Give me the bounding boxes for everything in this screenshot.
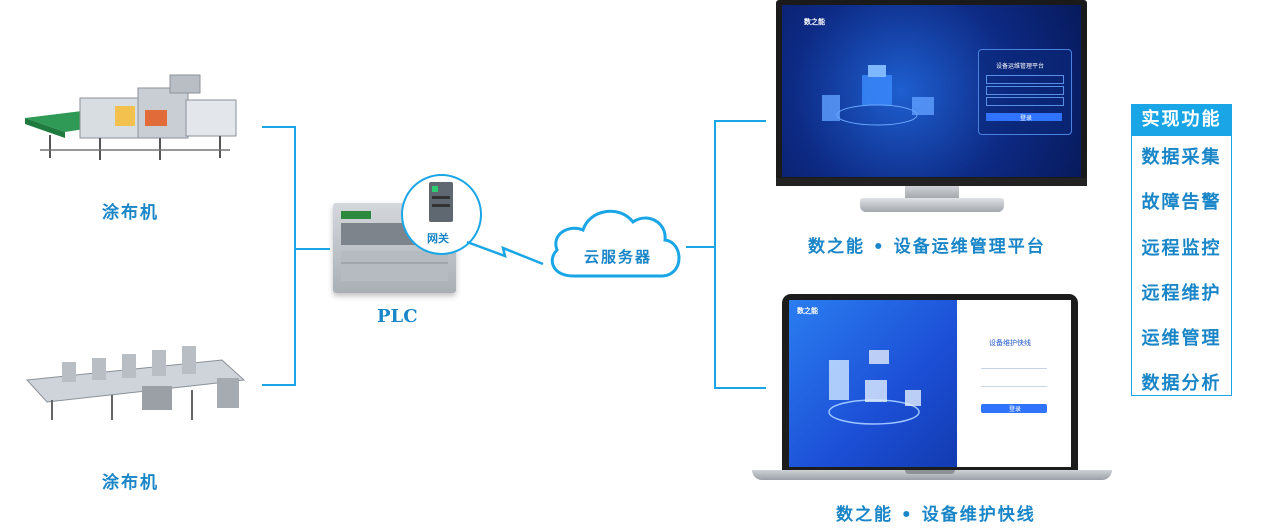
laptop-notch (905, 470, 955, 474)
connector-line (714, 387, 766, 389)
connector-line (686, 246, 716, 248)
coating-machine-top-image (25, 74, 237, 160)
function-item: 远程监控 (1141, 238, 1222, 259)
monitor-illustration-icon (822, 65, 934, 126)
laptop-base (752, 470, 1112, 480)
laptop-screen-right: 设备维护快线 登录 (957, 300, 1071, 467)
function-item: 数据分析 (1141, 373, 1222, 394)
function-item: 运维管理 (1141, 328, 1222, 349)
monitor-stand-neck (905, 186, 959, 200)
monitor-captcha-field[interactable] (986, 97, 1064, 106)
laptop-brand: 数之能 (797, 307, 818, 315)
function-item: 故障告警 (1141, 192, 1222, 213)
monitor-password-field[interactable] (986, 86, 1064, 95)
monitor-login-button-label: 登录 (1020, 115, 1033, 122)
machine-top-label: 涂布机 (102, 203, 159, 223)
laptop-screen-left: 数之能 (789, 300, 957, 467)
functions-header: 实现功能 (1131, 104, 1232, 136)
monitor-caption: 数之能 • 设备运维管理平台 (808, 237, 1046, 257)
coating-machine-bottom-image (25, 346, 246, 420)
connector-line (262, 126, 296, 128)
monitor-screen: 数之能 设备运维管理平台 登录 (782, 5, 1081, 177)
connector-line (262, 384, 296, 386)
laptop-username-field[interactable] (981, 360, 1047, 369)
wireless-link-icon (466, 240, 544, 266)
laptop-caption: 数之能 • 设备维护快线 (836, 505, 1036, 525)
function-item: 远程维护 (1141, 283, 1222, 304)
function-item: 数据采集 (1141, 147, 1222, 168)
laptop-login-title: 设备维护快线 (989, 339, 1031, 347)
monitor-stand-base (860, 198, 1004, 212)
functions-panel (1131, 104, 1232, 396)
monitor-brand: 数之能 (804, 18, 825, 26)
laptop-login-button[interactable] (981, 404, 1047, 413)
gateway-label: 网关 (427, 232, 449, 245)
monitor-login-button[interactable] (986, 113, 1062, 121)
connector-line (714, 120, 716, 389)
laptop-login-button-label: 登录 (1009, 406, 1022, 413)
connector-line (294, 126, 296, 386)
cloud-server-label: 云服务器 (584, 248, 653, 266)
gateway-device-icon (429, 182, 453, 222)
monitor-username-field[interactable] (986, 75, 1064, 84)
cloud-server-icon (550, 209, 681, 278)
machine-bottom-label: 涂布机 (102, 473, 159, 493)
connector-line (294, 248, 330, 250)
plc-label: PLC (377, 306, 418, 327)
connector-line (714, 120, 766, 122)
monitor-bezel (776, 178, 1087, 186)
laptop-password-field[interactable] (981, 378, 1047, 387)
monitor-login-title: 设备运维管理平台 (996, 63, 1045, 70)
laptop-illustration-icon (828, 350, 921, 425)
